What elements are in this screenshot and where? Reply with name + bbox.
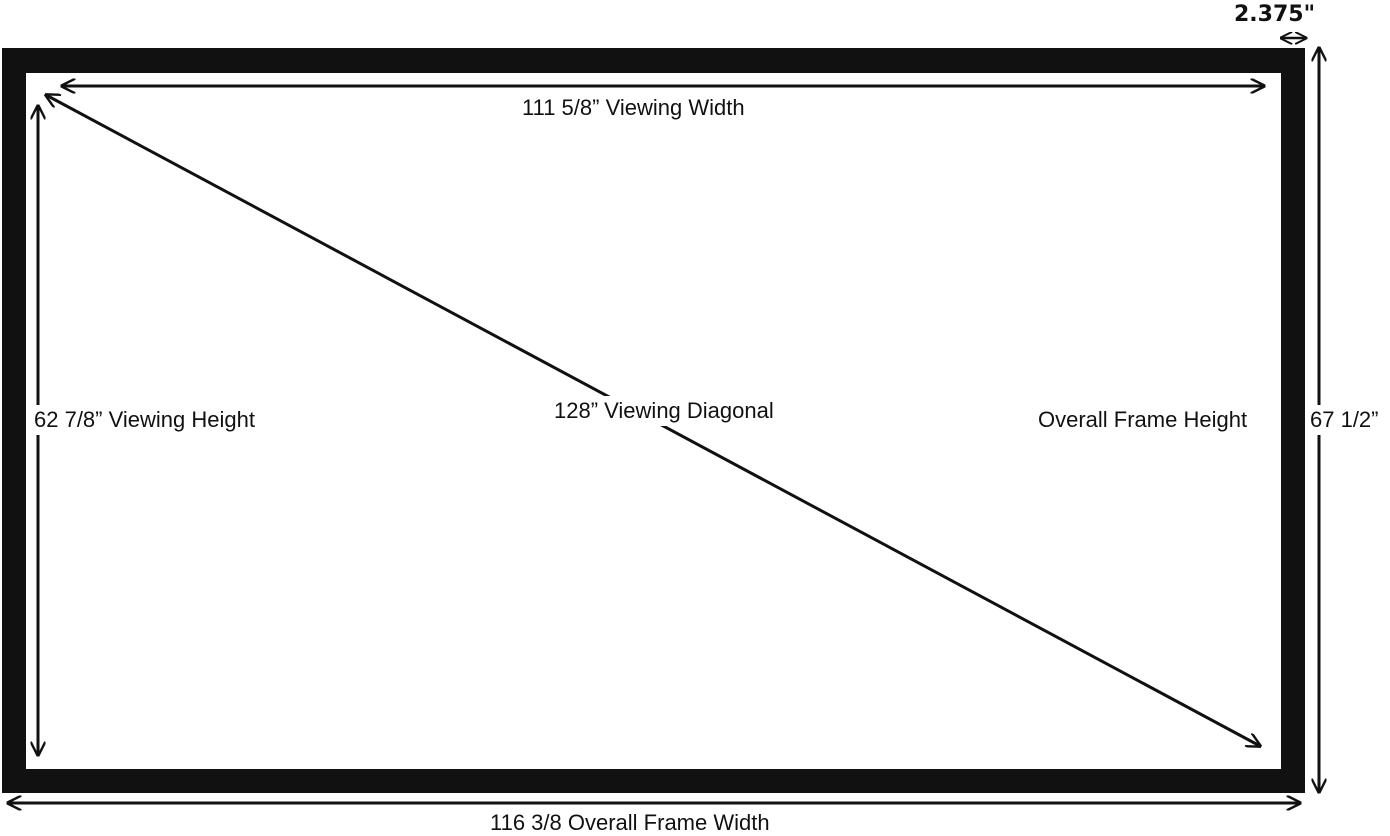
viewing-diagonal-label: 128” Viewing Diagonal bbox=[548, 396, 780, 426]
frame-height-value: 67 1/2” bbox=[1306, 405, 1383, 435]
viewing-height-label: 62 7/8” Viewing Height bbox=[28, 405, 261, 435]
frame-height-label: Overall Frame Height bbox=[1032, 405, 1254, 435]
border-width-label: 2.375" bbox=[1234, 2, 1316, 27]
viewing-width-label: 111 5/8” Viewing Width bbox=[522, 95, 745, 120]
frame-width-label: 116 3/8 Overall Frame Width bbox=[490, 810, 770, 835]
